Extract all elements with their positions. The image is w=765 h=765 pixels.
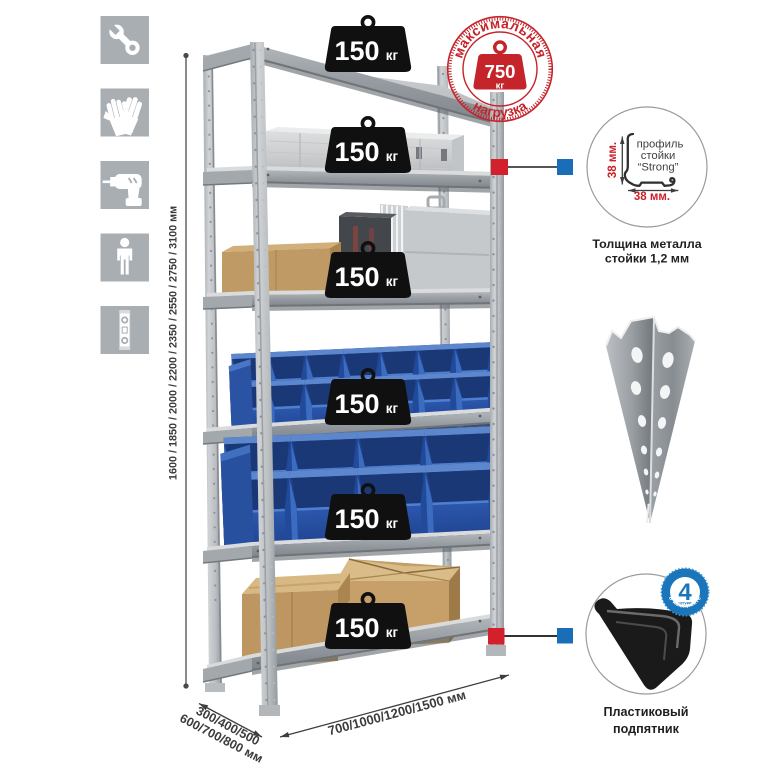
svg-text:кг: кг bbox=[386, 274, 399, 289]
svg-text:Толщина металла: Толщина металла bbox=[592, 237, 701, 251]
svg-text:кг: кг bbox=[386, 149, 399, 164]
svg-text:Пластиковый: Пластиковый bbox=[603, 705, 688, 719]
svg-text:нагрузка: нагрузка bbox=[471, 98, 530, 120]
svg-text:38 мм.: 38 мм. bbox=[634, 191, 670, 203]
svg-text:38 мм.: 38 мм. bbox=[607, 142, 619, 178]
svg-text:150: 150 bbox=[334, 504, 379, 534]
svg-text:кг: кг bbox=[386, 516, 399, 531]
svg-text:150: 150 bbox=[334, 262, 379, 292]
svg-text:150: 150 bbox=[334, 36, 379, 66]
svg-text:1600 / 1850 / 2000 / 2200 / 23: 1600 / 1850 / 2000 / 2200 / 2350 / 2550 … bbox=[168, 206, 180, 480]
svg-text:150: 150 bbox=[334, 389, 379, 419]
svg-text:“Strong”: “Strong” bbox=[638, 162, 679, 174]
svg-text:150: 150 bbox=[334, 137, 379, 167]
svg-text:кг: кг bbox=[386, 48, 399, 63]
svg-text:750: 750 bbox=[485, 61, 516, 82]
svg-text:штуки: штуки bbox=[678, 601, 692, 606]
svg-text:кг: кг bbox=[386, 401, 399, 416]
svg-text:кг: кг bbox=[496, 81, 505, 92]
svg-text:профиль: профиль bbox=[637, 139, 684, 151]
svg-text:4: 4 bbox=[678, 579, 692, 606]
svg-text:подпятник: подпятник bbox=[613, 722, 680, 736]
svg-text:700/1000/1200/1500 мм: 700/1000/1200/1500 мм bbox=[326, 687, 467, 738]
svg-text:150: 150 bbox=[334, 613, 379, 643]
svg-text:стойки 1,2 мм: стойки 1,2 мм bbox=[605, 252, 689, 266]
svg-text:кг: кг bbox=[386, 625, 399, 640]
svg-text:стойки: стойки bbox=[641, 150, 676, 162]
